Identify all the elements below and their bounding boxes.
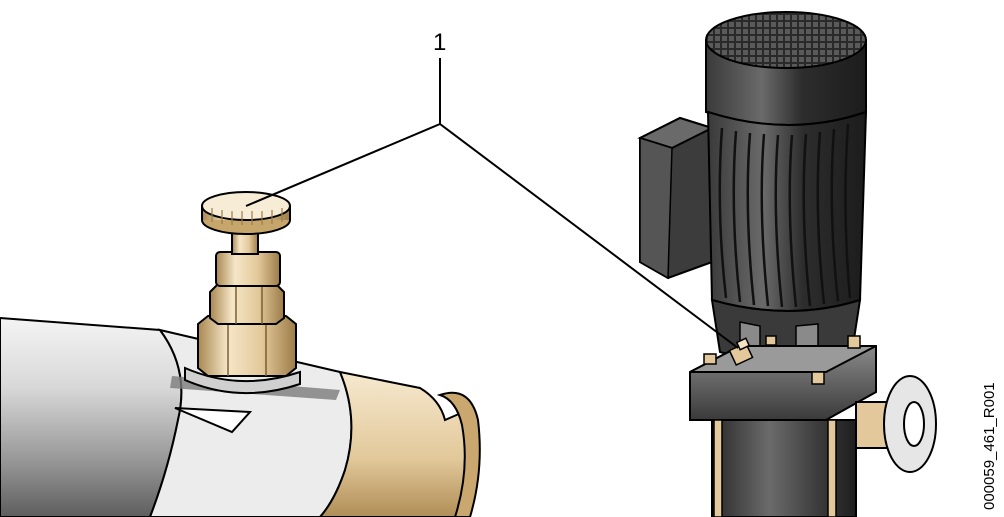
callout: 1 [245, 29, 739, 349]
figure-id: 000059_461_R001 [981, 382, 998, 510]
screw-hex-nut-upper [209, 283, 285, 325]
tie-rod-left [713, 419, 723, 517]
screw-base [184, 366, 301, 395]
pipe-detail [0, 191, 481, 517]
pump-vent-screw [728, 337, 754, 367]
pump-detail [637, 11, 937, 517]
screw-body [215, 251, 281, 287]
callout-number: 1 [433, 29, 446, 56]
flange-bolts [703, 335, 861, 385]
fan-grill [705, 11, 867, 69]
motor-housing [706, 110, 868, 312]
callout-leader-right [439, 123, 739, 349]
tie-rod-right [827, 419, 837, 517]
pipe-notch [174, 407, 253, 434]
callout-leader-left [245, 123, 441, 207]
brass-ring [436, 391, 481, 517]
pipe-body [0, 316, 183, 517]
pump-column [711, 419, 857, 517]
